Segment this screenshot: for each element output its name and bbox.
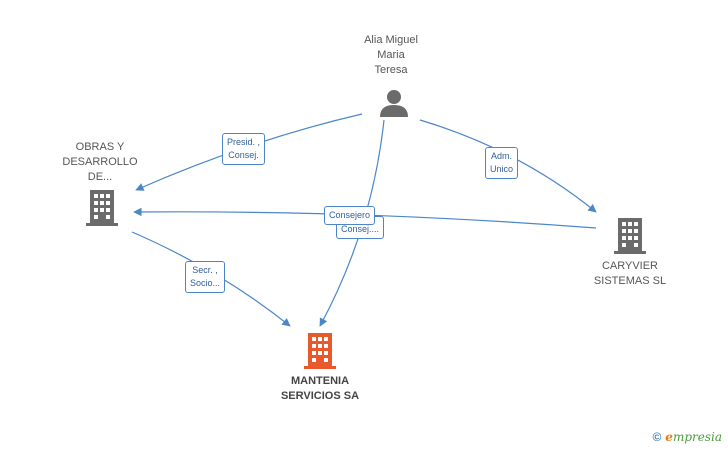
caryvier-company-label: CARYVIER SISTEMAS SL [593,260,667,287]
building-icon[interactable] [304,333,336,369]
mantenia-company-label: MANTENIA SERVICIOS SA [280,375,360,402]
building-icon[interactable] [614,218,646,254]
edge-label-consejero[interactable]: Consejero [324,206,376,225]
brand-footer: ©empresia [652,430,722,444]
copyright-icon: © [652,430,662,444]
person-name-label: Alia Miguel Maria Teresa [364,34,418,76]
obras-company-label: OBRAS Y DESARROLLO DE... [62,141,138,183]
edge-label-secr[interactable]: Secr. , Socio... [185,261,226,293]
building-icon[interactable] [86,190,118,226]
brand-logo: empresia [665,430,722,444]
edge-label-adm[interactable]: Adm. Unico [485,147,519,179]
edge-label-presid[interactable]: Presid. , Consej. [222,133,266,165]
person-icon[interactable] [379,88,409,118]
